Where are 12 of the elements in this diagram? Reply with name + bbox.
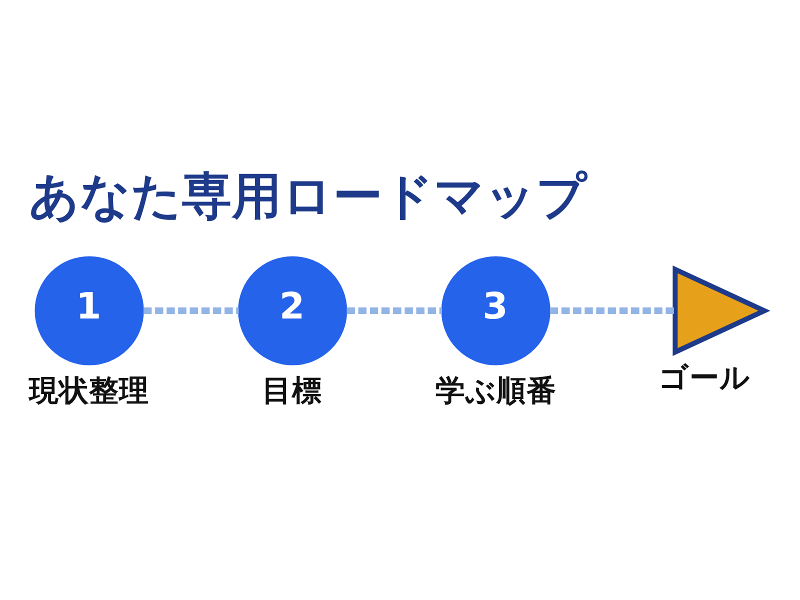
node-label: ゴール <box>658 360 751 396</box>
diagram-title: あなた専用ロードマップ <box>28 167 587 226</box>
connector <box>346 307 442 314</box>
node-label: 学ぶ順番 <box>436 374 557 409</box>
node-circle: 1 <box>34 256 144 366</box>
node-circle: 2 <box>238 256 348 366</box>
node-label: 目標 <box>262 374 322 409</box>
node-flag <box>672 266 770 356</box>
connector <box>550 307 675 314</box>
node-label: 現状整理 <box>28 374 149 409</box>
node-circle: 3 <box>441 256 550 366</box>
connector <box>143 307 239 314</box>
